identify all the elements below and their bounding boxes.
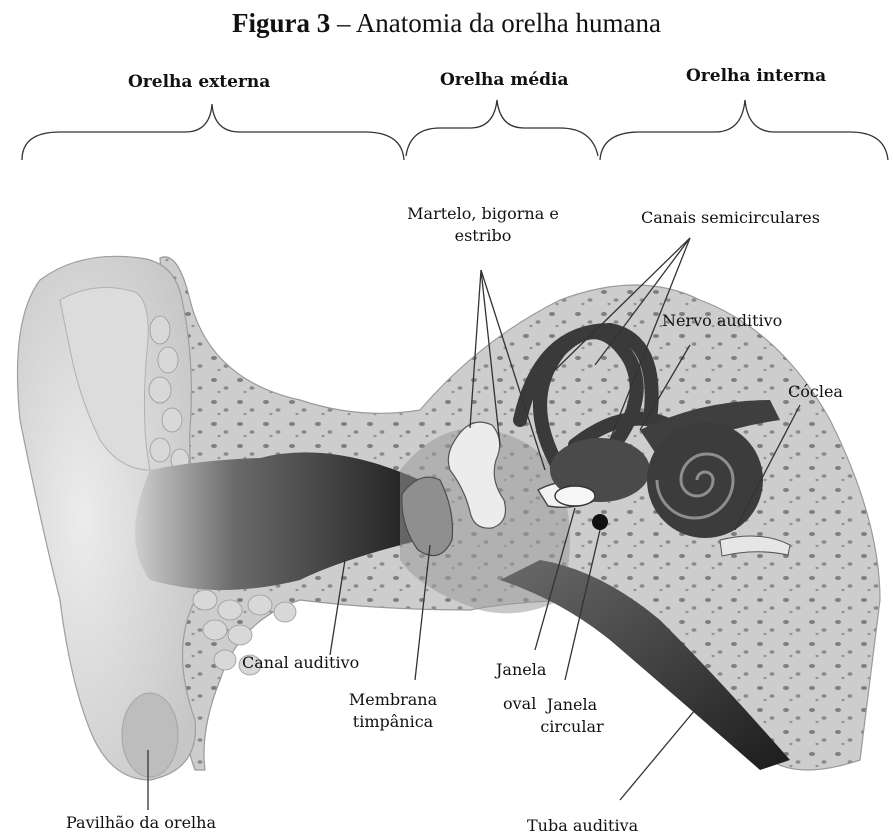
figure-number: Figura 3 (232, 8, 330, 38)
region-middle-ear: Orelha média (440, 70, 569, 90)
label-ossicles-line1: Martelo, bigorna e (388, 203, 578, 225)
label-round-line2: circular (532, 716, 612, 738)
label-auditory-nerve: Nervo auditivo (662, 310, 782, 332)
region-inner-ear: Orelha interna (686, 66, 826, 86)
figure-caption: Anatomia da orelha humana (356, 8, 661, 38)
label-oval-window-line1: Janela (496, 659, 546, 681)
round-window-shape (592, 514, 608, 530)
label-ear-canal: Canal auditivo (242, 652, 359, 674)
label-cochlea: Cóclea (788, 381, 843, 403)
region-outer-ear: Orelha externa (128, 72, 270, 92)
outer-ear-brace (22, 104, 404, 160)
label-ossicles-line2: estribo (388, 225, 578, 247)
title-dash: – (330, 8, 356, 38)
label-round-window: Janela circular (532, 694, 612, 738)
oval-window-shape (555, 486, 595, 506)
label-semicircular-canals: Canais semicirculares (641, 207, 820, 229)
label-membrane-line1: Membrana (333, 689, 453, 711)
label-pinna: Pavilhão da orelha (66, 812, 216, 834)
label-membrane-line2: timpânica (333, 711, 453, 733)
label-eustachian-tube: Tuba auditiva (527, 815, 638, 837)
label-round-line1: Janela (532, 694, 612, 716)
label-tympanic-membrane: Membrana timpânica (333, 689, 453, 733)
inner-ear-brace (600, 100, 888, 160)
pinna-lobe-hollow (122, 693, 178, 777)
middle-ear-brace (406, 100, 598, 156)
figure-title: Figura 3 – Anatomia da orelha humana (0, 8, 893, 39)
label-ossicles: Martelo, bigorna e estribo (388, 203, 578, 247)
